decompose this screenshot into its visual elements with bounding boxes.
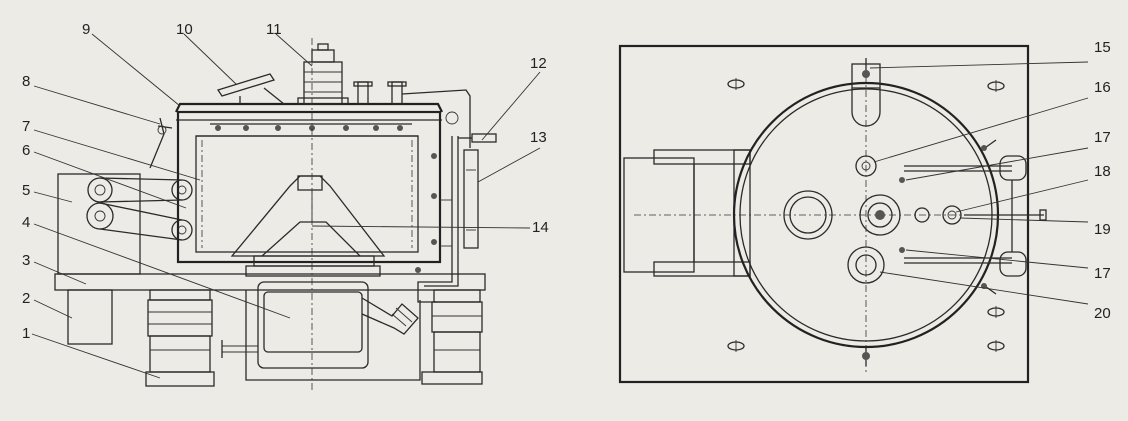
side-section-view xyxy=(31,33,541,392)
callout-label: 4 xyxy=(22,214,30,231)
callout-label: 20 xyxy=(1094,305,1111,322)
casing xyxy=(149,43,471,277)
port-19 xyxy=(942,205,962,225)
side-piping xyxy=(415,133,497,303)
callout-label: 3 xyxy=(22,252,30,269)
leader-lines xyxy=(31,33,541,379)
outer-casing xyxy=(176,110,442,264)
belt-drive xyxy=(86,177,193,241)
motor xyxy=(57,173,141,275)
callout-label: 11 xyxy=(266,21,282,38)
right-leg xyxy=(421,289,483,385)
viewing-port xyxy=(783,190,833,240)
callout-label: 18 xyxy=(1094,163,1111,180)
callout-label: 1 xyxy=(22,325,30,342)
viewing-window xyxy=(216,73,276,97)
spray-pipe xyxy=(210,123,412,131)
plan-view-callouts: 15 16 17 18 19 17 20 xyxy=(1094,39,1111,322)
callout-label: 19 xyxy=(1094,221,1111,238)
callout-label: 14 xyxy=(532,219,549,236)
callout-label: 17 xyxy=(1094,129,1111,146)
drum-hub xyxy=(230,175,386,257)
bearing-housing xyxy=(221,281,421,381)
callout-label: 13 xyxy=(530,129,547,146)
motor-base xyxy=(67,289,113,345)
mounting-slots xyxy=(727,78,1005,352)
callout-label: 6 xyxy=(22,142,30,159)
base-plate xyxy=(618,44,1030,384)
callout-label: 7 xyxy=(22,118,30,135)
basket xyxy=(195,135,419,253)
callout-label: 5 xyxy=(22,182,30,199)
callout-label: 17 xyxy=(1094,265,1111,282)
left-leg xyxy=(145,289,215,387)
callout-label: 12 xyxy=(530,55,547,72)
base-frame xyxy=(54,273,486,291)
top-plan-view xyxy=(618,44,1089,384)
callout-label: 15 xyxy=(1094,39,1111,56)
side-view-callouts: 1 2 3 4 5 6 7 8 9 10 11 12 13 14 xyxy=(22,21,549,342)
callout-label: 8 xyxy=(22,73,30,90)
port-18 xyxy=(914,207,930,223)
port-16 xyxy=(855,155,877,177)
callout-label: 16 xyxy=(1094,79,1111,96)
top-drive xyxy=(297,43,349,105)
plan-leader-lines xyxy=(869,61,1089,305)
center-shaft xyxy=(859,194,901,236)
discharge-port xyxy=(847,246,885,284)
callout-label: 2 xyxy=(22,290,30,307)
callout-label: 9 xyxy=(82,21,90,38)
callout-label: 10 xyxy=(176,21,193,38)
level-gauge xyxy=(463,149,479,249)
